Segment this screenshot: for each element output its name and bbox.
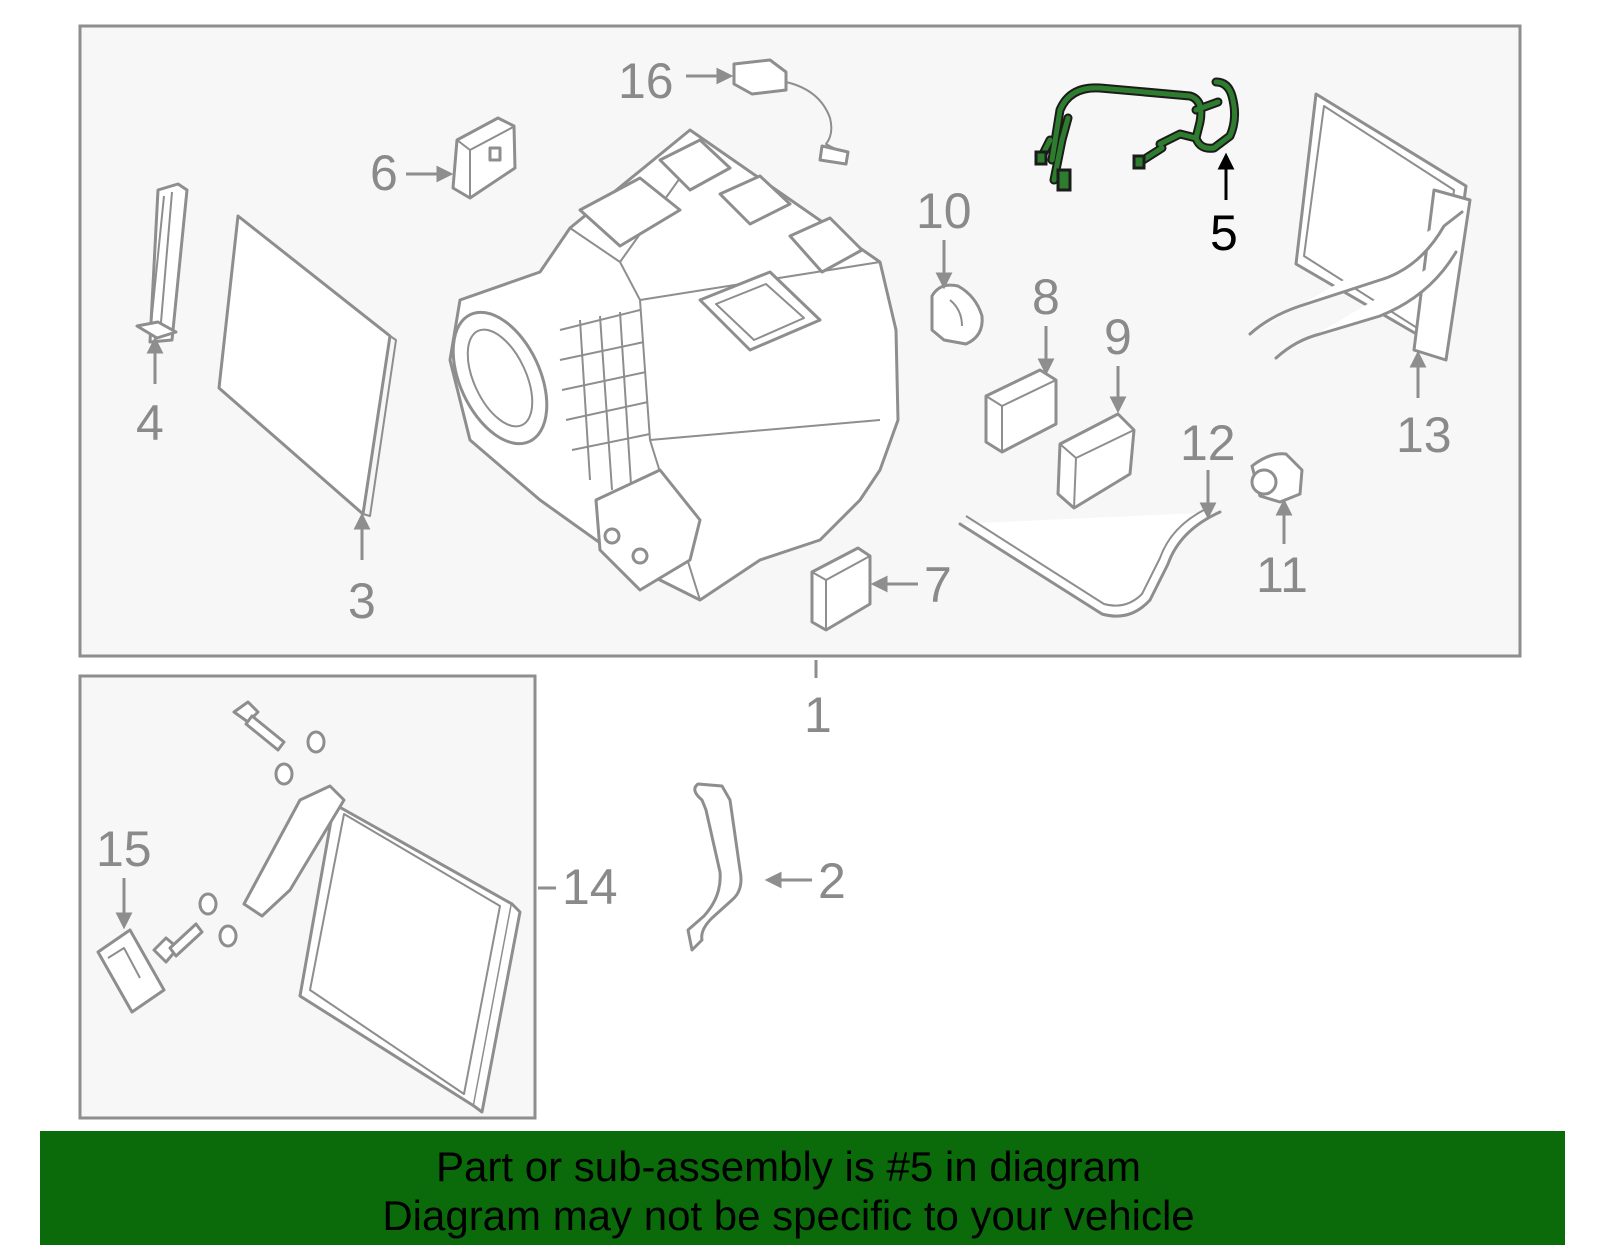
part-8-module[interactable] [984, 368, 1058, 454]
part-2-ac-line[interactable] [686, 782, 743, 952]
part-7-module[interactable] [810, 546, 872, 632]
callout-7: 7 [924, 557, 952, 613]
callout-3: 3 [348, 573, 376, 629]
callout-10: 10 [916, 183, 972, 239]
callout-6: 6 [370, 145, 398, 201]
callout-11: 11 [1256, 547, 1308, 603]
washer-3 [198, 892, 218, 916]
hvac-housing [448, 128, 900, 602]
callout-16: 16 [618, 53, 674, 109]
part-4-bracket[interactable] [135, 182, 189, 344]
info-banner: Part or sub-assembly is #5 in diagram Di… [40, 1131, 1565, 1245]
leader-line-5 [1217, 152, 1235, 200]
callout-2: 2 [818, 853, 846, 909]
callout-13: 13 [1396, 407, 1452, 463]
part-14-evaporator[interactable] [242, 784, 522, 1114]
callout-8: 8 [1032, 269, 1060, 325]
callout-12: 12 [1180, 415, 1236, 471]
callout-1: 1 [804, 687, 832, 743]
callout-15: 15 [96, 821, 152, 877]
part-15-plate[interactable] [96, 928, 166, 1014]
bolt-top [232, 700, 286, 752]
part-9-resistor[interactable] [1056, 412, 1136, 510]
callout-9: 9 [1104, 309, 1132, 365]
washer-4 [218, 924, 238, 948]
washer-2 [274, 762, 294, 786]
leader-lines [115, 67, 1427, 930]
part-12-tube[interactable] [958, 505, 1222, 618]
part-6-actuator[interactable] [451, 116, 517, 200]
part-11-sensor[interactable] [1250, 452, 1304, 504]
callout-5: 5 [1210, 205, 1238, 261]
banner-line-disclaimer: Diagram may not be specific to your vehi… [382, 1192, 1195, 1239]
part-3-filter[interactable] [217, 214, 397, 517]
part-5-wire-harness[interactable] [1034, 77, 1240, 192]
part-13-heater-core[interactable] [1248, 92, 1472, 362]
part-16-sensor[interactable] [732, 58, 850, 166]
banner-line-part-info: Part or sub-assembly is #5 in diagram [436, 1143, 1141, 1190]
callout-4: 4 [136, 395, 164, 451]
washer-1 [306, 730, 326, 754]
bolt-bottom [152, 922, 204, 964]
callout-14: 14 [562, 859, 618, 915]
